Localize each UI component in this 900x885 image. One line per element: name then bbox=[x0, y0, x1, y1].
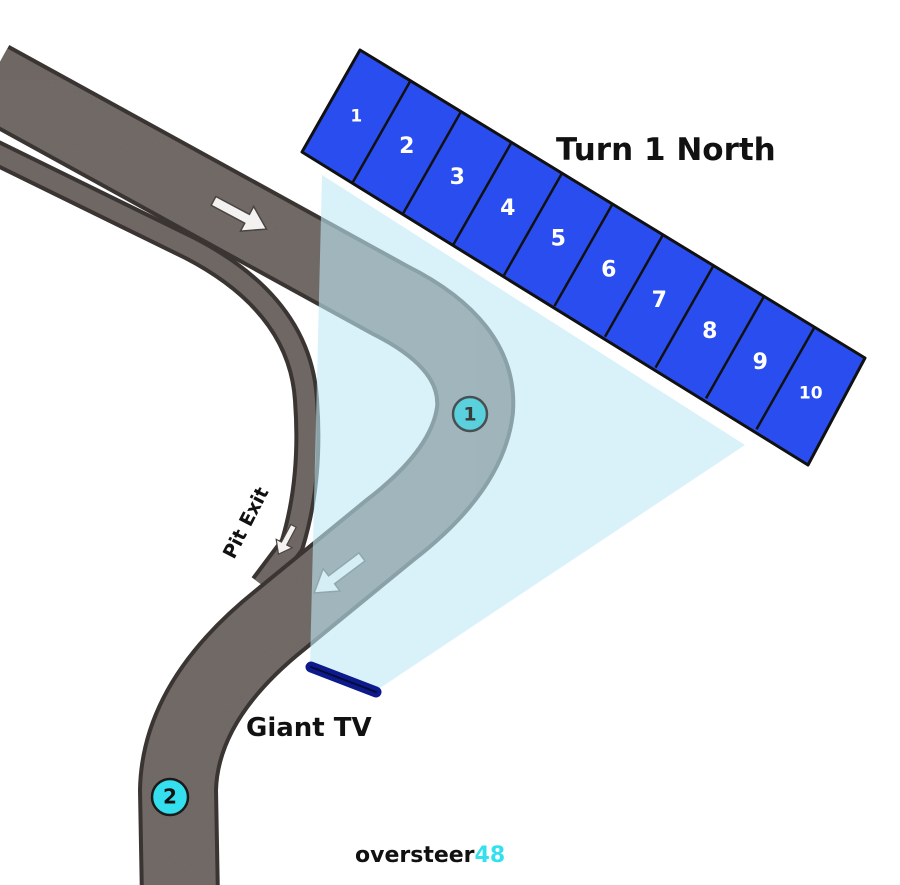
section-divider bbox=[401, 110, 463, 215]
giant-tv-label: Giant TV bbox=[246, 713, 372, 743]
section-dividers bbox=[351, 80, 816, 430]
grandstand-section-4[interactable]: 4 bbox=[500, 196, 515, 221]
turn-marker-1: 1 bbox=[451, 395, 489, 433]
giant-tv-outline bbox=[310, 666, 377, 693]
section-divider bbox=[704, 295, 766, 400]
grandstand-section-7[interactable]: 7 bbox=[652, 288, 667, 313]
grandstand-section-3[interactable]: 3 bbox=[450, 165, 465, 190]
section-divider bbox=[351, 80, 412, 184]
brand-number: 48 bbox=[475, 843, 506, 868]
pit-exit-label: Pit Exit bbox=[219, 484, 274, 563]
turn-number-2: 2 bbox=[163, 785, 177, 809]
direction-arrow-icon bbox=[210, 195, 268, 232]
grandstand-section-5[interactable]: 5 bbox=[551, 227, 566, 252]
section-divider bbox=[452, 141, 513, 246]
viewing-area bbox=[310, 175, 745, 688]
brand-name: oversteer bbox=[355, 843, 475, 868]
grandstand[interactable]: 1 2 3 4 5 6 7 8 9 10 bbox=[300, 48, 867, 467]
section-labels: 1 2 3 4 5 6 7 8 9 10 bbox=[350, 106, 822, 403]
section-divider bbox=[603, 234, 665, 338]
section-divider bbox=[553, 203, 614, 307]
grandstand-section-8[interactable]: 8 bbox=[702, 319, 717, 344]
section-divider bbox=[755, 326, 816, 430]
pit-direction-arrow-icon bbox=[275, 523, 297, 556]
grandstand-section-6[interactable]: 6 bbox=[601, 257, 616, 282]
brand-logo: oversteer48 bbox=[355, 843, 505, 868]
grandstand-name: Turn 1 North bbox=[556, 132, 776, 168]
grandstand-section-1[interactable]: 1 bbox=[350, 106, 362, 126]
grandstand-section-2[interactable]: 2 bbox=[399, 134, 414, 159]
grandstand-section-10[interactable]: 10 bbox=[799, 384, 823, 404]
turn-number-1: 1 bbox=[463, 404, 476, 426]
turn-marker-2: 2 bbox=[150, 777, 190, 817]
grandstand-section-9[interactable]: 9 bbox=[753, 350, 768, 375]
section-divider bbox=[654, 264, 715, 369]
pit-lane bbox=[0, 144, 317, 591]
section-divider bbox=[502, 172, 564, 276]
